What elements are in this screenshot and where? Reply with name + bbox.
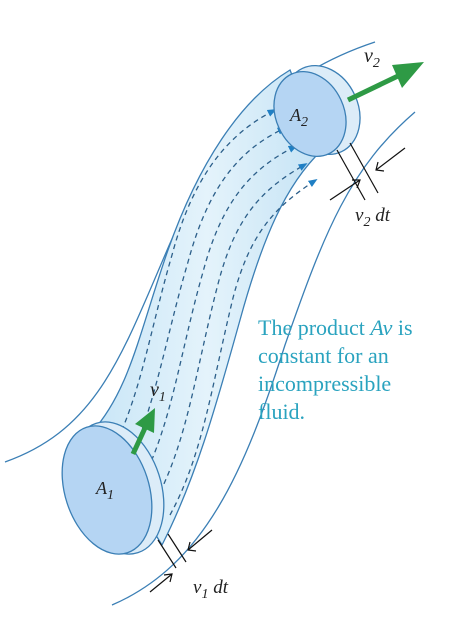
label-v2-sub: 2 [373, 56, 380, 71]
velocity-arrow-v2 [346, 62, 424, 103]
caption-line-2: constant for an [258, 343, 389, 368]
streamline [109, 109, 277, 456]
label-a2-sub: 2 [301, 115, 308, 130]
caption-line-3: incompressible [258, 371, 392, 396]
label-v2dt: v2 dt [355, 205, 391, 230]
displacement-marker-v1dt [149, 529, 213, 593]
streamlines [109, 109, 318, 516]
label-v1: v1 [150, 379, 166, 405]
label-a1-main: A [95, 478, 108, 498]
label-a2: A2 [289, 105, 308, 130]
caption-line-4: fluid. [258, 399, 306, 424]
label-a2-main: A [289, 105, 302, 125]
label-a1-sub: 1 [107, 488, 114, 503]
label-v1dt: v1 dt [193, 577, 229, 602]
cross-section-a1 [61, 421, 165, 555]
streamline [155, 163, 308, 501]
displacement-marker-v2dt [329, 142, 406, 201]
label-v1-sub: 1 [159, 390, 166, 405]
pipe-lower-wall [111, 111, 416, 606]
streamline [169, 179, 318, 516]
caption-line-1: The product Av is [258, 315, 413, 340]
label-v2: v2 [364, 45, 380, 71]
cross-section-a2 [273, 64, 361, 158]
streamline [124, 127, 287, 471]
label-v2-main: v [364, 45, 373, 67]
label-a1: A1 [95, 478, 114, 503]
velocity-arrow-v1 [130, 408, 155, 456]
diagram-caption: The product Av is constant for an incomp… [258, 314, 463, 426]
label-v1-main: v [150, 379, 159, 401]
streamline [139, 145, 298, 486]
